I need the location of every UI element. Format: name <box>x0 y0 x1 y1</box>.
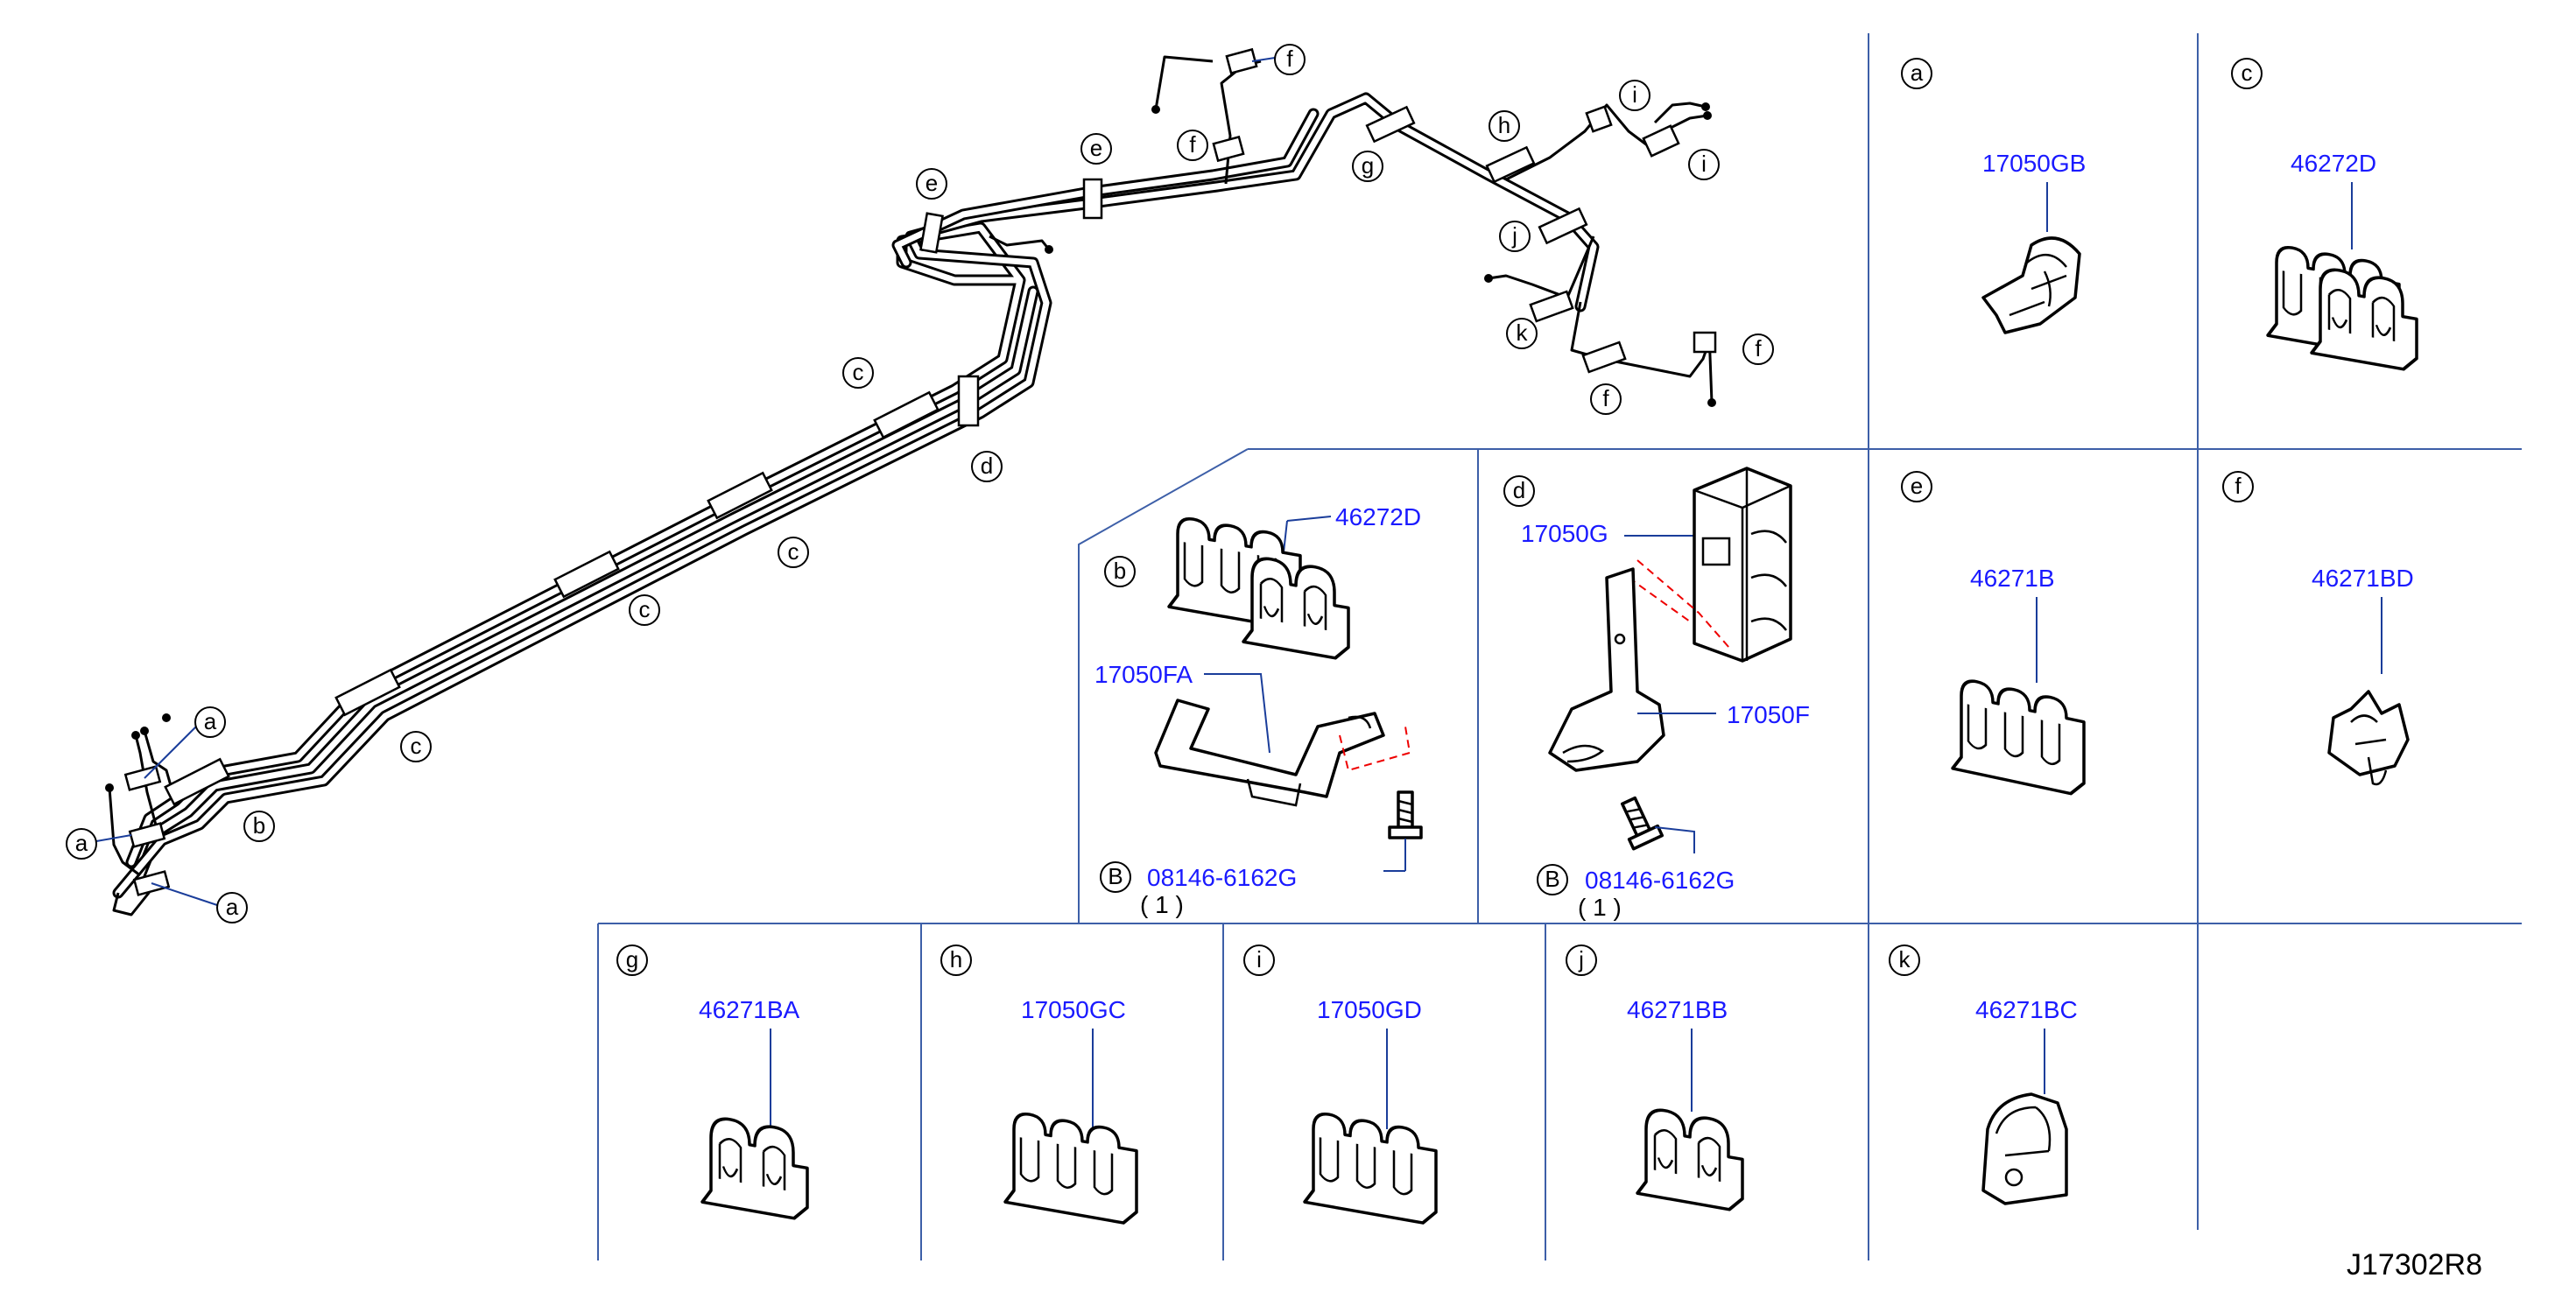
cell-i: i 17050GD <box>1243 944 1438 1227</box>
svg-text:g: g <box>626 946 638 972</box>
svg-text:c: c <box>2242 60 2253 86</box>
callout-k: k <box>1506 318 1538 349</box>
svg-text:d: d <box>1513 477 1525 503</box>
cell-d: d 17050G 17050F B 08146-6162G ( 1 ) <box>1503 467 1810 921</box>
svg-text:c: c <box>411 733 422 759</box>
svg-text:a: a <box>204 708 217 734</box>
svg-text:46272D: 46272D <box>2291 150 2376 177</box>
cell-h: h 17050GC <box>940 944 1138 1227</box>
svg-text:17050FA: 17050FA <box>1094 661 1193 688</box>
callout-a-2: a <box>66 828 132 860</box>
svg-text:a: a <box>226 894 239 920</box>
svg-text:B: B <box>1108 863 1123 889</box>
svg-text:17050GB: 17050GB <box>1982 150 2086 177</box>
callout-a-3: a <box>151 882 248 923</box>
callout-a-1: a <box>144 706 226 779</box>
svg-text:j: j <box>1511 222 1517 249</box>
cell-j: j 46271BB <box>1566 944 1744 1214</box>
svg-text:h: h <box>950 946 962 972</box>
svg-text:b: b <box>253 812 265 839</box>
svg-text:f: f <box>1602 385 1609 411</box>
callout-f-3: f <box>1742 334 1774 365</box>
svg-text:B: B <box>1545 866 1559 892</box>
svg-text:( 1 ): ( 1 ) <box>1140 891 1184 918</box>
svg-text:f: f <box>1286 46 1293 72</box>
callout-c-3: c <box>629 594 660 626</box>
svg-text:08146-6162G: 08146-6162G <box>1585 867 1735 894</box>
callout-f-4: f <box>1590 383 1622 415</box>
callout-b: b <box>243 811 275 842</box>
callout-c-2: c <box>778 537 809 568</box>
cell-k: k 46271BC <box>1889 944 2078 1205</box>
svg-text:46271BD: 46271BD <box>2312 565 2414 592</box>
svg-text:17050F: 17050F <box>1727 701 1810 728</box>
svg-text:46271BB: 46271BB <box>1627 996 1728 1023</box>
callout-f-2: f <box>1177 130 1208 161</box>
callout-d: d <box>971 451 1003 482</box>
svg-text:46271BA: 46271BA <box>699 996 800 1023</box>
reference-code: J17302R8 <box>2347 1248 2482 1281</box>
svg-text:a: a <box>75 830 88 856</box>
svg-text:c: c <box>788 538 799 565</box>
svg-text:k: k <box>1899 946 1911 972</box>
svg-text:e: e <box>926 170 938 196</box>
cell-b: b 46272D 17050FA B 08146-6162G ( 1 ) <box>1094 503 1423 918</box>
callout-e-2: e <box>916 168 947 200</box>
callout-i-1: i <box>1619 80 1650 111</box>
svg-text:46271B: 46271B <box>1970 565 2055 592</box>
cell-f: f 46271BD <box>2222 471 2414 786</box>
svg-text:b: b <box>1114 558 1126 584</box>
svg-text:46272D: 46272D <box>1335 503 1421 530</box>
callout-h: h <box>1489 110 1520 142</box>
svg-text:17050G: 17050G <box>1521 520 1608 547</box>
svg-text:e: e <box>1090 135 1102 161</box>
svg-text:i: i <box>1701 151 1707 177</box>
svg-text:i: i <box>1632 81 1637 108</box>
svg-text:17050GD: 17050GD <box>1317 996 1422 1023</box>
svg-text:e: e <box>1911 473 1923 499</box>
callout-e-1: e <box>1080 133 1112 165</box>
callout-i-2: i <box>1688 149 1720 180</box>
grid-lines <box>597 33 2522 1260</box>
callout-f-1: f <box>1251 44 1306 75</box>
cell-c: c 46272D <box>2231 58 2418 374</box>
svg-text:c: c <box>639 596 651 622</box>
callout-c-4: c <box>400 731 432 762</box>
svg-text:f: f <box>1755 335 1762 362</box>
svg-text:08146-6162G: 08146-6162G <box>1147 864 1297 891</box>
svg-text:h: h <box>1498 112 1510 138</box>
assembly-callouts: f f e e g h i i j k f f c d c c c b a a … <box>66 44 1774 923</box>
svg-text:k: k <box>1517 319 1529 346</box>
svg-text:( 1 ): ( 1 ) <box>1578 894 1622 921</box>
svg-text:d: d <box>981 453 993 479</box>
svg-text:i: i <box>1256 946 1262 972</box>
brake-pipe-assembly <box>105 47 1717 916</box>
svg-text:a: a <box>1911 60 1924 86</box>
svg-text:g: g <box>1362 152 1374 179</box>
callout-j: j <box>1499 221 1531 252</box>
cell-a: a 17050GB <box>1901 58 2086 334</box>
cell-g: g 46271BA <box>616 944 809 1223</box>
svg-text:j: j <box>1578 946 1584 972</box>
svg-text:46271BC: 46271BC <box>1975 996 2078 1023</box>
svg-text:f: f <box>1189 131 1196 158</box>
callout-g: g <box>1352 151 1383 182</box>
callout-c-1: c <box>842 357 874 389</box>
cell-e: e 46271B <box>1901 471 2086 798</box>
svg-text:c: c <box>853 359 864 385</box>
svg-text:17050GC: 17050GC <box>1021 996 1126 1023</box>
svg-text:f: f <box>2235 473 2242 499</box>
